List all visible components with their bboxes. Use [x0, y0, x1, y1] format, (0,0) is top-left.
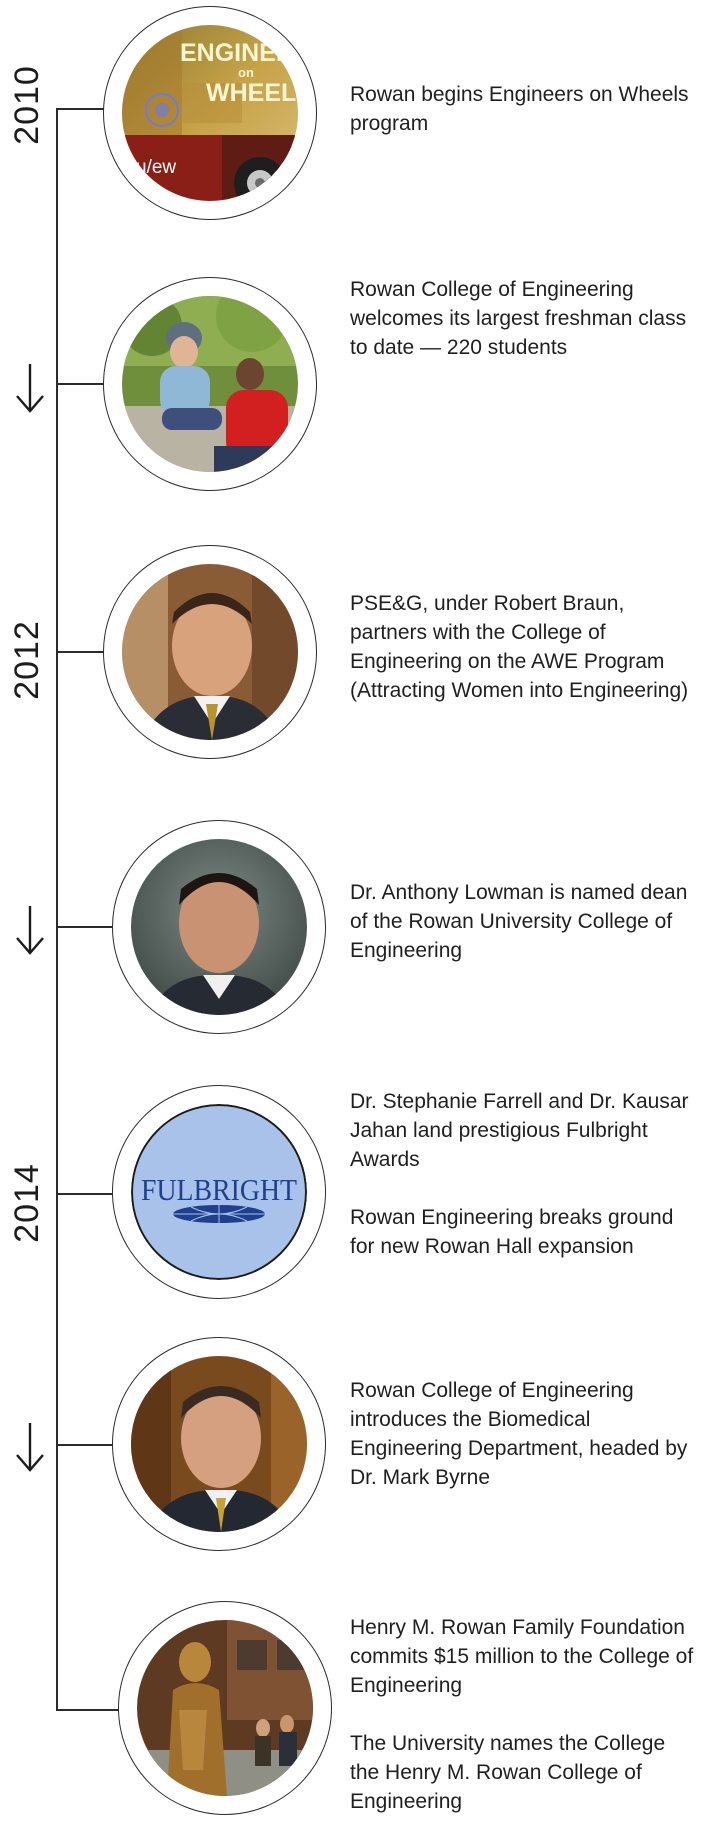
timeline-node: ENGINEE on WHEELS u/ew [103, 6, 317, 220]
ew-logo-line3: WHEELS [206, 79, 298, 107]
timeline-node [103, 277, 317, 491]
fulbright-logo: FULBRIGHT [131, 1104, 307, 1280]
event-text: Dr. Anthony Lowman is named dean of the … [350, 881, 688, 962]
fulbright-wordmark: FULBRIGHT [141, 1172, 297, 1207]
event-caption: Rowan College of Engineering welcomes it… [350, 275, 700, 362]
event-caption: Rowan College of Engineering introduces … [350, 1376, 700, 1492]
event-text: Henry M. Rowan Family Foundation commits… [350, 1616, 694, 1697]
timeline-connector [56, 926, 112, 928]
ew-logo-line1: ENGINEE [180, 39, 293, 67]
timeline-node [118, 1601, 332, 1815]
engineers-on-wheels-image: ENGINEE on WHEELS u/ew [122, 25, 298, 201]
timeline-node: FULBRIGHT [112, 1085, 326, 1299]
down-arrow-icon [16, 906, 44, 955]
ew-url-fragment: u/ew [136, 157, 176, 178]
timeline-connector [56, 108, 104, 110]
students-photo [122, 296, 298, 472]
year-label-2014: 2014 [8, 1163, 46, 1243]
event-text: The University names the College the Hen… [350, 1732, 666, 1813]
event-caption: Dr. Stephanie Farrell and Dr. Kausar Jah… [350, 1087, 700, 1261]
down-arrow-icon [16, 364, 44, 413]
timeline-node [112, 820, 326, 1034]
year-label-2012: 2012 [8, 620, 46, 700]
timeline-spine [56, 108, 58, 1709]
event-text: Rowan College of Engineering welcomes it… [350, 278, 687, 359]
event-text: Rowan College of Engineering introduces … [350, 1379, 688, 1489]
event-text: PSE&G, under Robert Braun, partners with… [350, 592, 689, 702]
mark-byrne-portrait [131, 1356, 307, 1532]
event-caption: Henry M. Rowan Family Foundation commits… [350, 1613, 700, 1816]
timeline-connector [56, 1444, 118, 1446]
event-caption: PSE&G, under Robert Braun, partners with… [350, 589, 700, 705]
timeline-connector [56, 383, 104, 385]
event-caption: Dr. Anthony Lowman is named dean of the … [350, 878, 700, 965]
timeline-connector [56, 1193, 112, 1195]
timeline-connector [56, 651, 104, 653]
timeline-node [103, 545, 317, 759]
year-label-2010: 2010 [8, 65, 46, 145]
robert-braun-portrait [122, 564, 298, 740]
event-text: Rowan Engineering breaks ground for new … [350, 1206, 674, 1258]
down-arrow-icon [16, 1423, 44, 1472]
event-caption: Rowan begins Engineers on Wheels program [350, 80, 700, 138]
henry-rowan-statue-photo [137, 1620, 313, 1796]
event-text: Dr. Stephanie Farrell and Dr. Kausar Jah… [350, 1090, 689, 1171]
event-text: Rowan begins Engineers on Wheels program [350, 83, 689, 135]
timeline-node [112, 1337, 326, 1551]
anthony-lowman-portrait [131, 839, 307, 1015]
timeline-connector [56, 1709, 124, 1711]
ew-logo-line2: on [238, 65, 254, 80]
